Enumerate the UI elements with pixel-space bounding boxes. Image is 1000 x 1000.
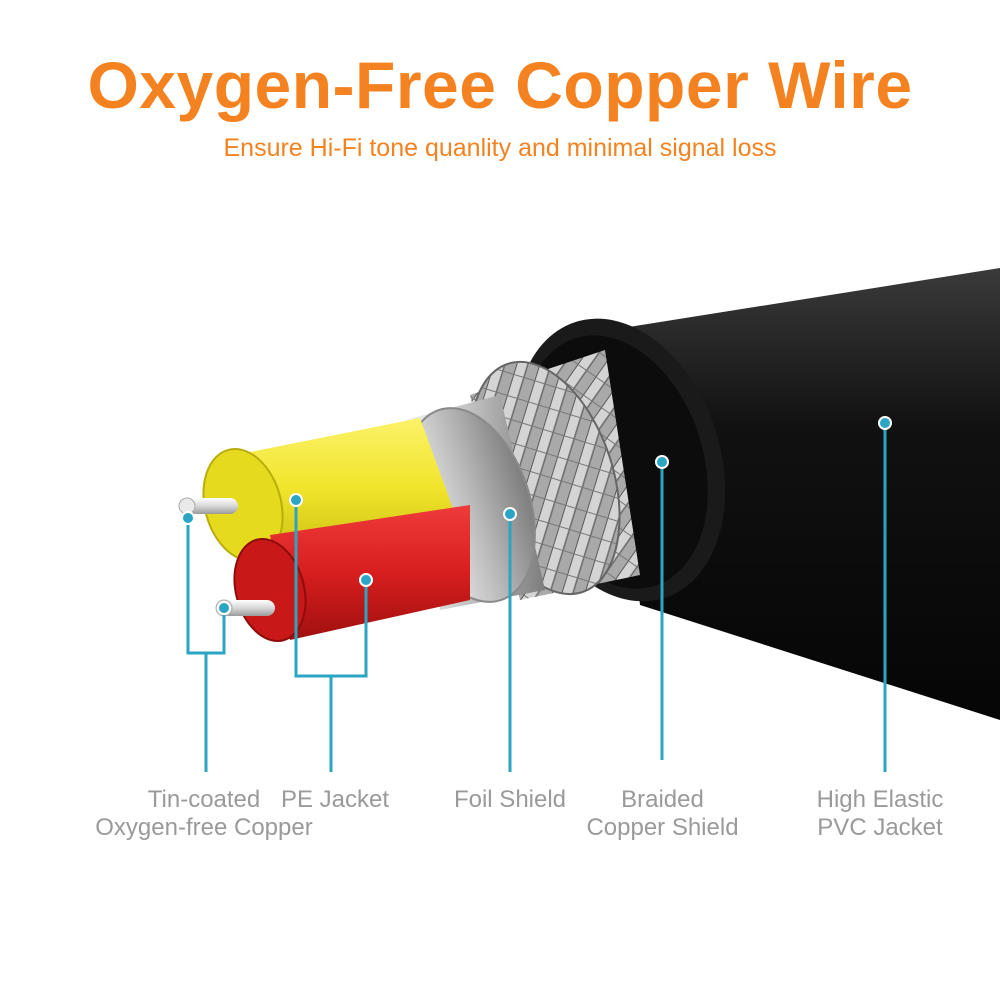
label-tin-coated-copper: Tin-coated Oxygen-free Copper (95, 786, 313, 841)
page-subtitle: Ensure Hi-Fi tone quanlity and minimal s… (223, 134, 777, 162)
yellow-core-conductor (183, 498, 238, 514)
callout-dots (181, 416, 892, 615)
red-core-conductor (220, 600, 275, 616)
callout-lines (186, 423, 887, 772)
red-core (215, 505, 470, 642)
label-pvc-jacket: High Elastic PVC Jacket (816, 786, 944, 841)
callout-tin-coated (186, 518, 226, 772)
label-pe-jacket: PE Jacket (280, 786, 390, 813)
label-foil-shield: Foil Shield (453, 786, 567, 813)
label-braided-copper-shield: Braided Copper Shield (586, 786, 739, 841)
page-title: Oxygen-Free Copper Wire (87, 48, 913, 122)
callout-pe-jacket (294, 500, 368, 772)
